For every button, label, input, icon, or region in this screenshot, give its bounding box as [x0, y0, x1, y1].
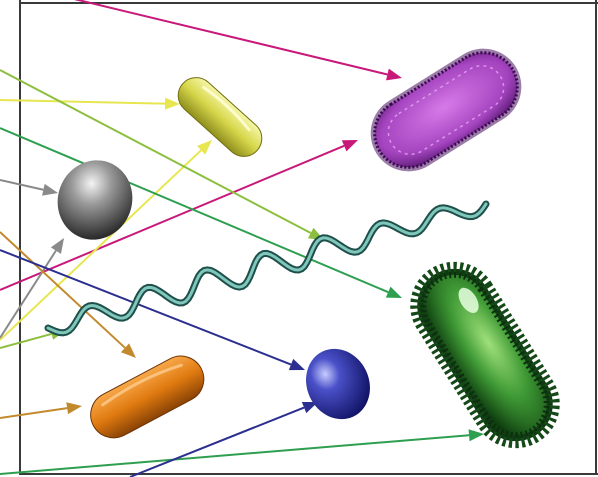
purple-bacillus [356, 34, 535, 185]
arrow-to-yellow-rod [0, 98, 180, 110]
yellow-rod [171, 70, 269, 164]
arrow-to-purple-bacillus [70, 0, 402, 80]
arrow-to-gray-coccus [0, 180, 58, 196]
arrows-layer [0, 0, 484, 477]
blue-coccus [295, 338, 382, 429]
arrow-to-green-hairy-bacillus-lower [0, 429, 484, 474]
arrow-to-spirochete-end [0, 70, 324, 240]
orange-rod [83, 348, 212, 446]
arrow-to-blue-coccus [0, 250, 305, 370]
arrow-to-orange-rod-lower [0, 402, 82, 418]
green-hairy-bacillus [403, 255, 566, 455]
